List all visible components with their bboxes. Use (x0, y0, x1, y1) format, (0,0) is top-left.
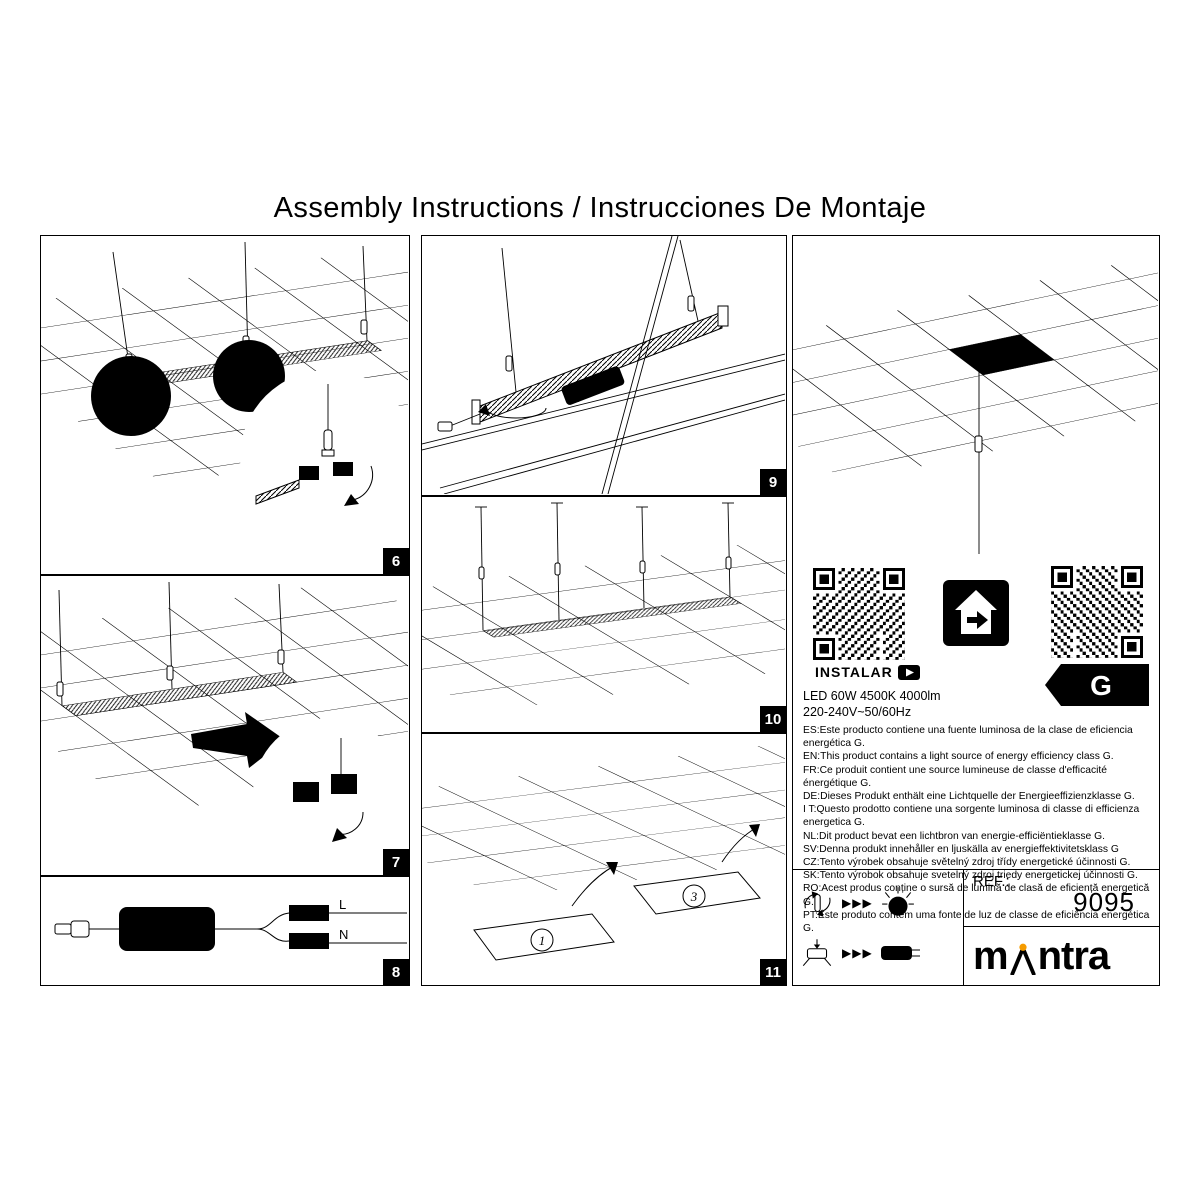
energy-class-arrow: G (1045, 664, 1149, 706)
led-light-icon: LED (881, 887, 914, 916)
language-line: PT:Este produto contém uma fonte de luz … (803, 909, 1150, 935)
terminal-live-label: L (339, 897, 346, 912)
step-9-diagram (422, 236, 785, 494)
qr-code-product (1051, 566, 1143, 658)
step-order-1: 1 (539, 933, 546, 948)
step-number-8: 8 (383, 959, 409, 985)
step-number-9: 9 (760, 469, 786, 495)
mount-hands-icon (802, 939, 832, 967)
step-9-panel: 9 (421, 235, 787, 496)
step-8-panel: L N 8 (40, 876, 410, 986)
step-number-6: 6 (383, 548, 409, 574)
language-line: ES:Este producto contiene una fuente lum… (803, 725, 1133, 750)
step-7-diagram (41, 581, 408, 870)
energy-statements: ES:Este producto contiene una fuente lum… (803, 724, 1159, 935)
instalar-label: INSTALAR (815, 664, 920, 680)
language-line: DE:Dieses Produkt enthält eine Lichtquel… (803, 791, 1135, 803)
brand-dot (1018, 943, 1027, 951)
divider (793, 869, 1159, 870)
terminal-neutral-label: N (339, 927, 348, 942)
language-line: CZ:Tento výrobek obsahuje světelný zdroj… (803, 857, 1131, 869)
step-11-panel: 1 3 11 (421, 733, 787, 986)
language-line: SV:Denna produkt innehåller en ljuskälla… (803, 843, 1119, 855)
forward-arrows: ▶▶▶ (842, 946, 873, 960)
step-number-7: 7 (383, 849, 409, 875)
language-line: SK:Tento výrobok obsahuje svetelný zdroj… (803, 870, 1138, 882)
language-line: EN:This product contains a light source … (803, 751, 1114, 763)
step-11-diagram: 1 3 (422, 745, 785, 961)
spec-line: LED 60W 4500K 4000lm (803, 689, 941, 703)
icon-row-driver: ▶▶▶ (799, 937, 957, 969)
brand-triangle-icon (1009, 943, 1036, 975)
step-10-diagram (422, 502, 785, 706)
wiring-diagram: L N (54, 897, 407, 951)
language-line: FR:Ce produit contient une source lumine… (803, 764, 1107, 789)
step-6-panel: 6 (40, 235, 410, 575)
info-panel: INSTALAR G LED 60W 4500K 4000lm 220-240V… (792, 235, 1160, 986)
step-7-panel: 7 (40, 575, 410, 876)
feature-icons: ▶▶▶ LED ▶▶▶ (793, 869, 963, 985)
icon-row-install-led: ▶▶▶ LED (799, 885, 957, 921)
twist-hands-icon (804, 891, 831, 917)
step-6-diagram (41, 241, 408, 546)
spec-line: 220-240V~50/60Hz (803, 705, 912, 719)
led-driver-icon (880, 946, 920, 960)
language-line: NL:Dit product bevat een lichtbron van e… (803, 830, 1106, 842)
reference-box: REF.: 9095 (963, 869, 1159, 927)
language-line: I T:Questo prodotto contiene una sorgent… (803, 804, 1140, 829)
brand-text-pre: m (973, 934, 1009, 978)
step-number-11: 11 (760, 959, 786, 985)
ref-value: 9095 (1073, 887, 1135, 917)
language-line: RO:Acest produs conține o sursă de lumin… (803, 883, 1150, 908)
video-play-icon (897, 664, 920, 680)
divider (963, 869, 964, 985)
step-order-3: 3 (690, 889, 698, 904)
step-10-panel: 10 (421, 496, 787, 733)
page-title: Assembly Instructions / Instrucciones De… (273, 192, 927, 224)
install-panel-icon (943, 580, 1009, 646)
energy-class-letter: G (1090, 670, 1112, 701)
forward-arrows: ▶▶▶ (842, 896, 873, 910)
ceiling-grid-diagram (793, 249, 1158, 554)
qr-code-install (813, 568, 905, 660)
mantra-logo: m ntra (973, 934, 1111, 978)
product-specs: LED 60W 4500K 4000lm 220-240V~50/60Hz (803, 688, 941, 720)
brand-text-post: ntra (1037, 934, 1111, 978)
step-number-10: 10 (760, 706, 786, 732)
led-label: LED (891, 904, 905, 911)
ref-label: REF.: (973, 873, 1010, 890)
